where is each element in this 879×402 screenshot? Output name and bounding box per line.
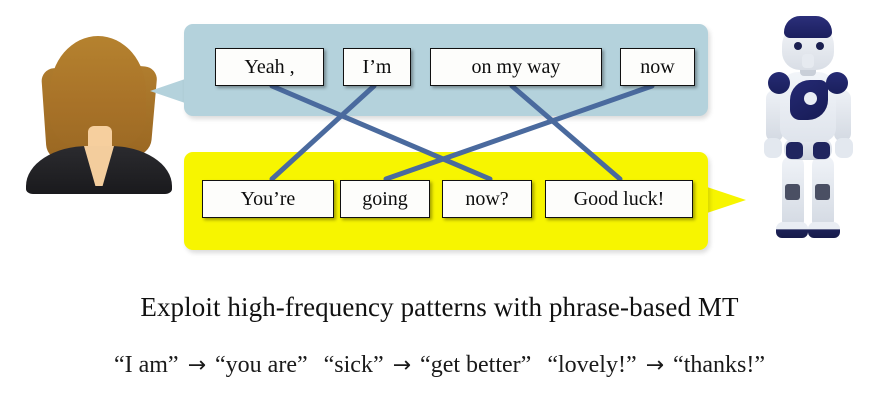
example-2-source: “sick” bbox=[323, 352, 384, 378]
target-phrase-label: going bbox=[362, 187, 408, 210]
robot-hand-right bbox=[835, 138, 853, 158]
arrow-icon: → bbox=[392, 353, 412, 378]
example-pair-3: “lovely!” → “thanks!” bbox=[547, 352, 765, 378]
source-phrase-chip[interactable]: on my way bbox=[430, 48, 602, 86]
robot-hip-joint-right bbox=[813, 142, 830, 159]
robot-hand-left bbox=[764, 138, 782, 158]
robot-arm-right bbox=[834, 90, 851, 142]
target-phrase-chip[interactable]: Good luck! bbox=[545, 180, 693, 218]
target-phrase-label: You’re bbox=[240, 187, 296, 210]
source-bubble-tail bbox=[150, 78, 188, 104]
target-phrase-chip[interactable]: now? bbox=[442, 180, 532, 218]
phrase-example-list: “I am” → “you are” “sick” → “get better”… bbox=[0, 352, 879, 379]
target-phrase-label: Good luck! bbox=[573, 187, 665, 210]
robot-arm-left bbox=[766, 90, 783, 142]
target-phrase-chip[interactable]: You’re bbox=[202, 180, 334, 218]
robot-mouth bbox=[802, 54, 814, 68]
robot-hip-joint-left bbox=[786, 142, 803, 159]
source-phrase-label: on my way bbox=[471, 55, 561, 78]
arrow-icon: → bbox=[645, 353, 665, 378]
example-1-target: “you are” bbox=[215, 352, 308, 378]
robot-eye-right bbox=[816, 42, 824, 50]
source-phrase-label: now bbox=[640, 55, 675, 78]
robot-shoulder-right bbox=[826, 72, 848, 94]
robot-shoulder-left bbox=[768, 72, 790, 94]
robot-foot-right bbox=[808, 222, 840, 238]
page-title: Exploit high-frequency patterns with phr… bbox=[140, 292, 739, 322]
example-1-source: “I am” bbox=[113, 352, 179, 378]
source-phrase-chip[interactable]: Yeah , bbox=[215, 48, 324, 86]
source-phrase-label: I’m bbox=[362, 55, 392, 78]
arrow-icon: → bbox=[187, 353, 207, 378]
example-2-target: “get better” bbox=[420, 352, 532, 378]
robot-knee-right bbox=[815, 184, 830, 200]
robot-eye-left bbox=[794, 42, 802, 50]
target-bubble-tail bbox=[704, 186, 746, 214]
target-phrase-label: now? bbox=[465, 187, 509, 210]
robot-chest-button bbox=[804, 92, 817, 105]
target-phrase-chip[interactable]: going bbox=[340, 180, 430, 218]
example-pair-2: “sick” → “get better” bbox=[324, 352, 538, 378]
example-3-target: “thanks!” bbox=[673, 352, 766, 378]
nao-robot-icon bbox=[746, 6, 874, 256]
source-phrase-chip[interactable]: I’m bbox=[343, 48, 411, 86]
example-pair-1: “I am” → “you are” bbox=[114, 352, 314, 378]
robot-neck bbox=[800, 66, 816, 76]
robot-knee-left bbox=[785, 184, 800, 200]
example-3-source: “lovely!” bbox=[547, 352, 637, 378]
woman-avatar-icon bbox=[18, 28, 178, 194]
source-phrase-chip[interactable]: now bbox=[620, 48, 695, 86]
robot-visor bbox=[784, 16, 832, 38]
robot-foot-left bbox=[776, 222, 808, 238]
source-phrase-label: Yeah , bbox=[244, 55, 295, 78]
